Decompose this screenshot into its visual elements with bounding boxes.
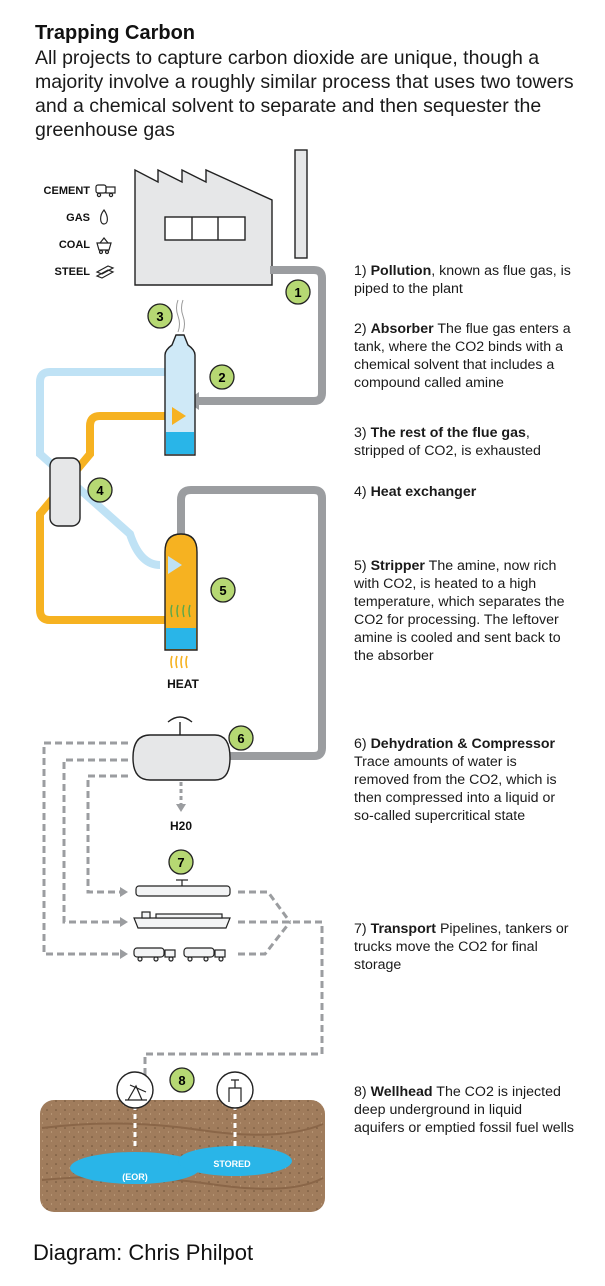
marker-4: 4	[87, 477, 113, 503]
flue-gas-pipe	[198, 266, 326, 405]
heat-exchanger	[49, 457, 81, 527]
step-7-description: 7) Transport Pipelines, tankers or truck…	[354, 921, 569, 973]
rich-amine-arrow	[172, 407, 186, 425]
lean-amine-pipe	[36, 368, 165, 569]
svg-text:1: 1	[294, 285, 301, 300]
marker-3: 3	[147, 303, 173, 329]
svg-text:2: 2	[218, 370, 225, 385]
pipeline-icon	[135, 879, 231, 897]
eor-reservoir	[70, 1152, 200, 1184]
lean-amine-arrow	[168, 556, 182, 574]
marker-5: 5	[210, 577, 236, 603]
wellhead-icon	[216, 1071, 254, 1109]
step-8-description: 8) Wellhead The CO2 is injected deep und…	[354, 1084, 575, 1136]
step-1-description: 1) Pollution, known as flue gas, is pipe…	[354, 263, 571, 297]
source-list: CEMENT GAS COAL STEEL	[44, 184, 116, 279]
eor-label: (EOR)	[122, 1172, 148, 1182]
diagram-credit: Diagram: Chris Philpot	[33, 1240, 254, 1265]
diagram-title: Trapping Carbon	[35, 22, 195, 44]
dehydration-unit	[132, 734, 231, 781]
marker-6: 6	[228, 725, 254, 751]
step-3-description: 3) The rest of the flue gas, stripped of…	[354, 425, 541, 459]
step-4-description: 4) Heat exchanger	[354, 484, 477, 500]
h2o-label: H20	[170, 819, 192, 833]
diagram-subtitle: All projects to capture carbon dioxide a…	[35, 47, 574, 141]
tanker-trucks-icon	[133, 947, 226, 962]
svg-text:5: 5	[219, 583, 226, 598]
marker-1: 1	[285, 279, 311, 305]
factory	[134, 149, 308, 286]
step-6-description: 6) Dehydration & Compressor Trace amount…	[354, 736, 557, 824]
source-label-coal: COAL	[59, 239, 90, 251]
svg-text:4: 4	[96, 483, 104, 498]
source-label-gas: GAS	[66, 212, 90, 224]
svg-text:6: 6	[237, 731, 244, 746]
cement-truck-icon	[95, 184, 116, 198]
marker-8: 8	[169, 1067, 195, 1093]
exhaust-wisps-icon	[176, 299, 185, 333]
transport-routes	[42, 741, 324, 1078]
storage-reservoir	[178, 1146, 292, 1176]
coal-cart-icon	[96, 237, 112, 255]
svg-text:8: 8	[178, 1073, 185, 1088]
marker-2: 2	[209, 364, 235, 390]
svg-text:7: 7	[177, 855, 184, 870]
stored-label: STORED	[213, 1159, 251, 1169]
absorber-tower	[164, 299, 196, 456]
heat-label: HEAT	[167, 677, 199, 691]
stripper-tower	[164, 533, 198, 669]
source-label-cement: CEMENT	[44, 185, 91, 197]
heat-waves-icon	[170, 655, 188, 669]
tanker-ship-icon	[133, 911, 231, 929]
step-5-description: 5) Stripper The amine, now rich with CO2…	[354, 558, 565, 664]
oil-pump-icon	[116, 1071, 154, 1109]
steel-beams-icon	[95, 265, 115, 279]
marker-7: 7	[168, 849, 194, 875]
source-label-steel: STEEL	[55, 266, 91, 278]
smokestack	[294, 149, 308, 259]
co2-pipe	[177, 486, 326, 760]
flame-icon	[100, 209, 108, 225]
step-2-description: 2) Absorber The flue gas enters a tank, …	[354, 321, 571, 391]
svg-text:3: 3	[156, 309, 163, 324]
